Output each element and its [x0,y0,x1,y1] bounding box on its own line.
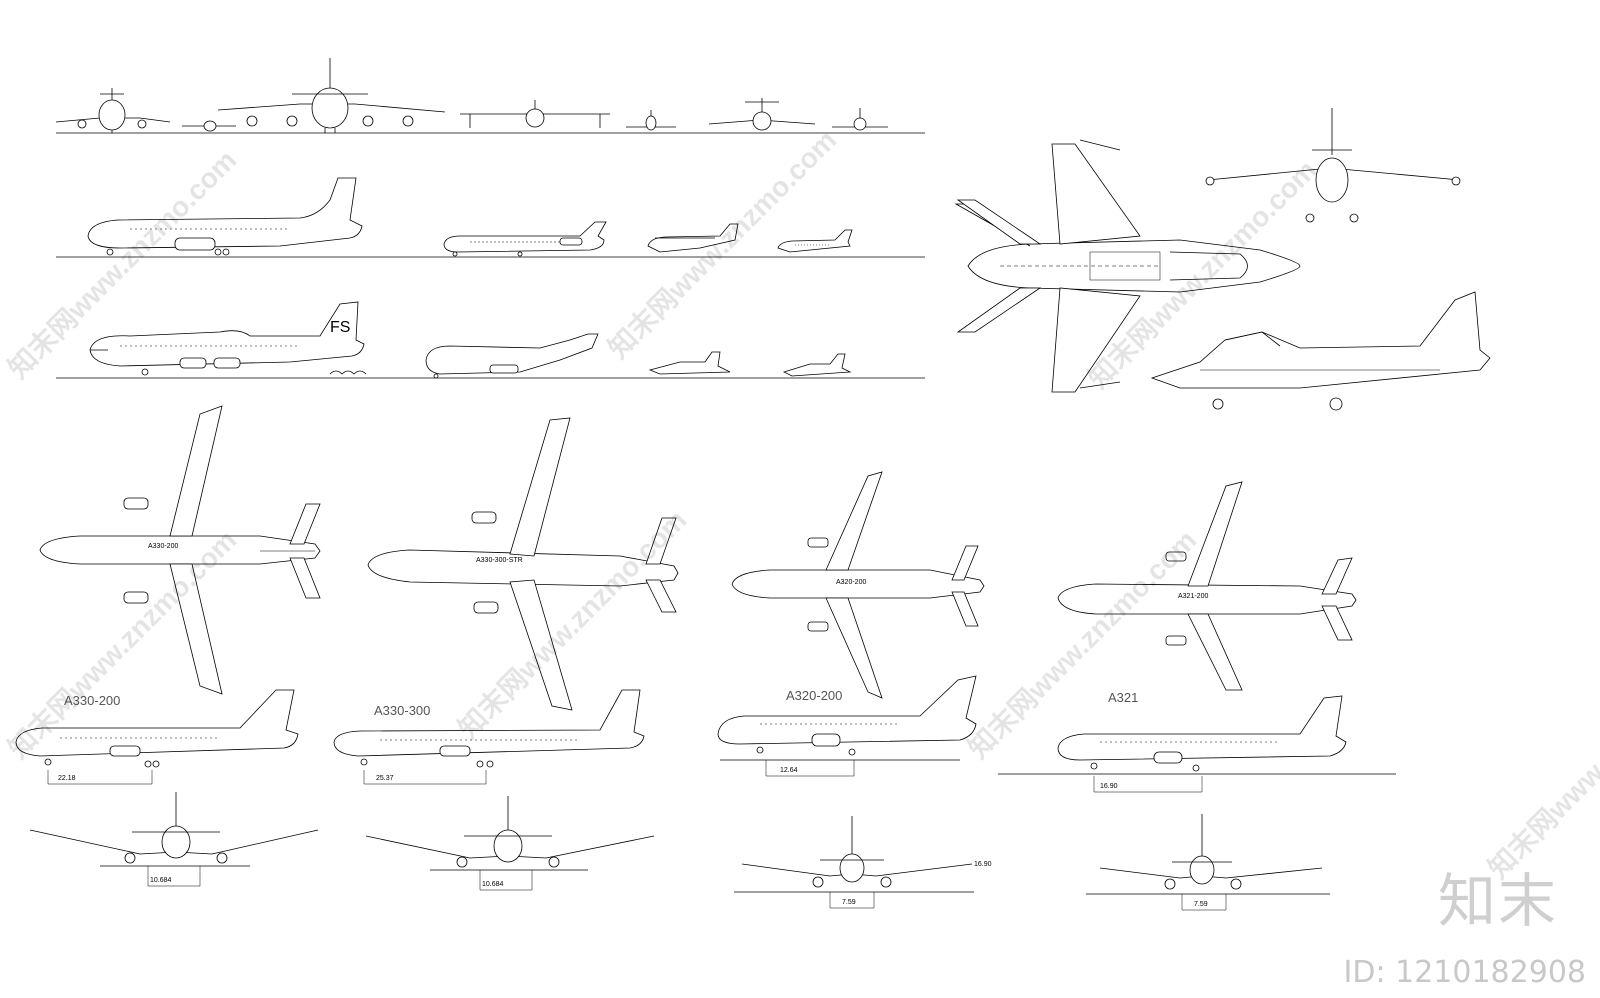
a330-300-side-view: 25.37 [333,689,645,785]
a330-300-label: A330-300 [374,703,430,718]
front-view-fighter-1 [626,110,676,131]
front-view-airliner-1 [55,88,171,133]
a330-300-front-view: 10.684 [365,796,655,891]
a330-300-front-dimension: 10.684 [482,881,504,888]
a330-200-fuselage-text: A330-200 [148,543,178,550]
watermark: 知末网www.znzmo.com [452,503,693,744]
fighter-side-view [1150,291,1491,411]
a320-200-plan-view: A320-200 [731,471,985,699]
a330-300-side-dimension: 25.37 [376,775,394,782]
side-view-trijet [443,221,607,257]
a320-200-fuselage-text: A320-200 [836,579,866,586]
a330-300-fuselage-text: A330-300-STR [476,557,523,564]
a320-200-front-dimension: 7.59 [842,899,856,906]
a330-200-side-view: 22.18 [15,689,299,785]
a330-200-front-dimension: 10.684 [150,877,172,884]
a321-side-dimension: 16.90 [1100,783,1118,790]
tail-logo: FS [330,319,350,336]
a321-plan-view: A321-200 [1057,481,1357,691]
fighter-front-view [1205,108,1461,223]
side-view-c5-cargo [425,333,599,379]
a330-200-side-dimension: 22.18 [58,775,76,782]
a320-200-label: A320-200 [786,688,842,703]
a321-label: A321 [1108,690,1138,705]
front-view-airliner-3 [708,98,816,131]
a320-200-side-view: 12.64 [717,675,977,777]
front-view-seaplane [460,100,610,128]
a321-side-view: 16.90 [998,695,1396,793]
a330-200-front-view: 10.684 [29,792,319,887]
a320-200-front-view: 7.59 16.90 [734,816,992,909]
front-view-bizjet [832,108,888,131]
a330-200-label: A330-200 [64,693,120,708]
side-view-fighter-2 [782,353,852,377]
a321-front-dimension: 7.59 [1194,901,1208,908]
front-view-airliner-2 [217,58,446,133]
side-view-bizjet [777,229,853,253]
side-views-row-3: FS [56,301,925,379]
side-view-airliner-large [87,177,363,256]
front-view-small-prop [182,120,236,132]
brand-logo: 知末 [1437,867,1558,935]
a321-fuselage-text: A321-200 [1178,593,1208,600]
side-view-fighter-1 [648,351,731,375]
image-id-label: ID: 1210182908 [1343,955,1586,990]
side-view-747: FS [89,301,367,376]
front-views-row [55,58,925,134]
side-views-row-2 [56,177,925,258]
side-view-seaplane [647,223,739,253]
a330-200-plan-view: A330-200 [39,405,321,695]
a320-200-side-dimension: 12.64 [780,767,798,774]
watermark: 知末网www.znzmo.com [1482,643,1600,884]
a320-200-front-height-dimension: 16.90 [974,861,992,868]
a330-300-plan-view: A330-300-STR [367,417,679,711]
fighter-top-view [954,139,1301,393]
a321-front-view: 7.59 [1086,814,1330,911]
